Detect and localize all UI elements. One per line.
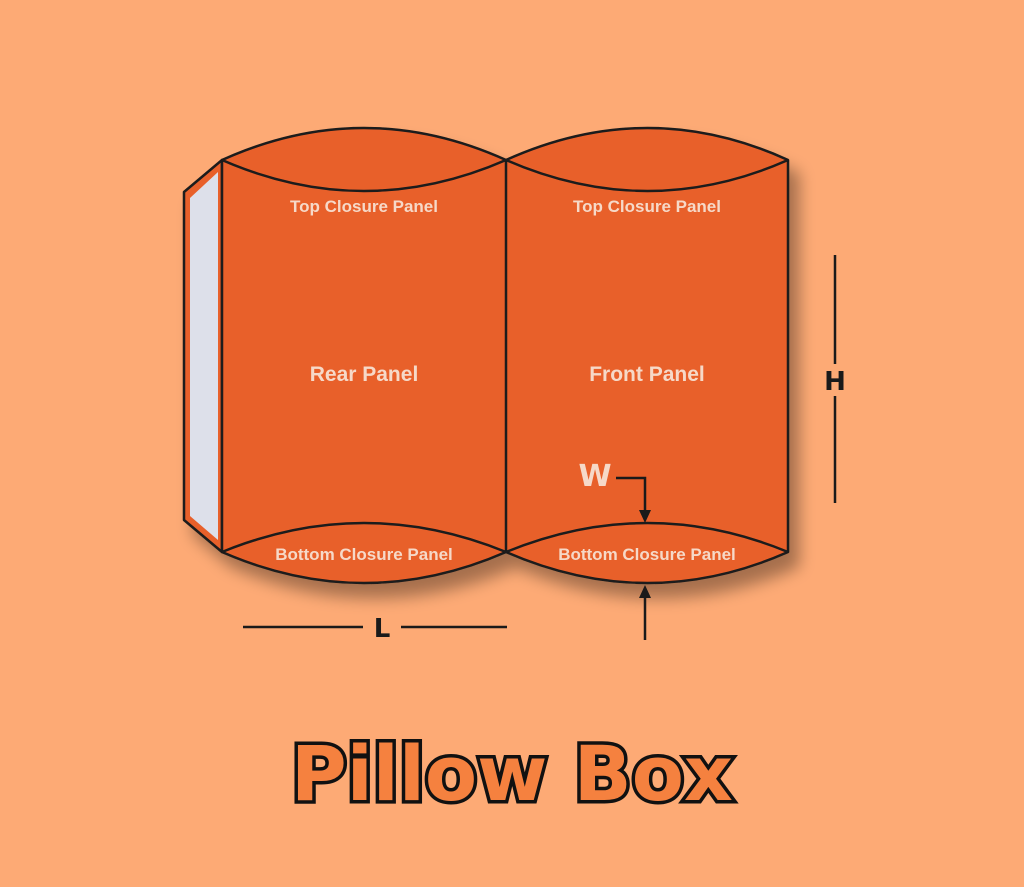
rear-panel-label: Rear Panel xyxy=(310,363,419,386)
front-bottom-closure-label: Bottom Closure Panel xyxy=(558,545,736,564)
front-panel-label: Front Panel xyxy=(589,363,705,386)
glue-flap-inner xyxy=(190,172,218,540)
diagram-title: Pillow Box xyxy=(291,729,733,818)
top-closure-fold xyxy=(221,158,789,193)
height-label-bg xyxy=(818,364,852,396)
front-top-closure-label: Top Closure Panel xyxy=(573,197,721,216)
length-label: L xyxy=(374,614,391,644)
width-arrow-down-icon xyxy=(639,510,651,523)
width-arrow-up-icon xyxy=(639,585,651,598)
rear-top-closure-label: Top Closure Panel xyxy=(290,197,438,216)
width-arrow-line xyxy=(616,476,647,512)
height-label: H xyxy=(824,367,846,397)
width-label: W xyxy=(578,459,611,494)
rear-bottom-closure-label: Bottom Closure Panel xyxy=(275,545,453,564)
bottom-closure-fold xyxy=(221,521,789,554)
